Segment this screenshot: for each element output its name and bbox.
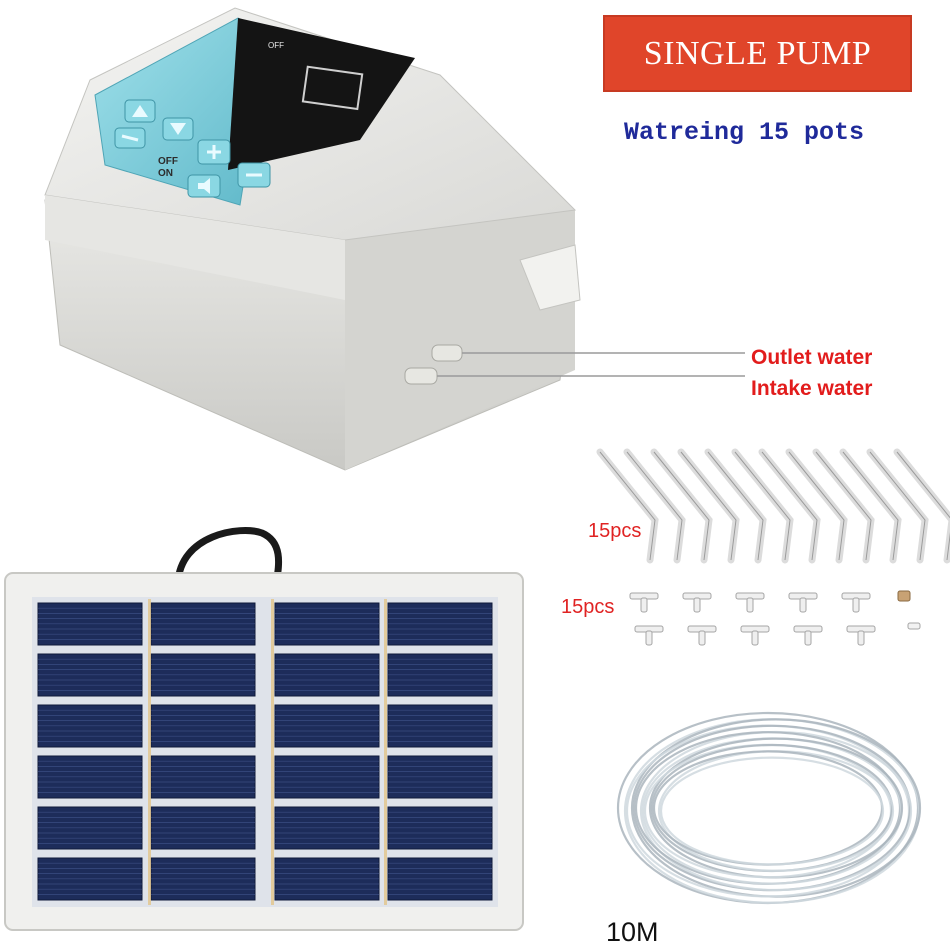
solar-cell [387, 653, 493, 697]
solar-cell [37, 704, 143, 748]
tube-loop [634, 731, 902, 885]
solar-cell [37, 602, 143, 646]
solar-cell [274, 704, 380, 748]
tee-connector [793, 625, 823, 646]
tube-loop [650, 743, 894, 873]
solar-cell [274, 755, 380, 799]
down-arrow-icon [162, 117, 194, 141]
tee-connectors [629, 590, 921, 646]
minus-icon [237, 162, 271, 188]
intake-port [404, 367, 438, 385]
elbow-quantity-label: 15pcs [588, 520, 642, 542]
intake-water-label: Intake water [751, 377, 873, 400]
subtitle: Watreing 15 pots [624, 118, 865, 147]
power-icon [114, 127, 146, 149]
tube-loop [641, 737, 903, 885]
outlet-water-label: Outlet water [751, 346, 873, 369]
plus-icon [197, 139, 231, 165]
on-off-button: OFF ON [158, 156, 178, 179]
tube-loop [659, 756, 885, 866]
solar-cell [274, 857, 380, 901]
solar-cell [387, 857, 493, 901]
elbow-drippers [596, 448, 950, 564]
up-arrow-icon [124, 99, 156, 123]
tee-connector [634, 625, 664, 646]
solar-panel [4, 527, 524, 931]
svg-text:OFF: OFF [158, 156, 178, 167]
display-off-label: OFF [268, 41, 284, 50]
solar-cell [37, 755, 143, 799]
tube-loop [652, 750, 884, 866]
tee-connector [788, 592, 818, 613]
solar-cell [37, 806, 143, 850]
solar-cell [37, 653, 143, 697]
solar-cell [387, 602, 493, 646]
solar-cell [37, 857, 143, 901]
solar-cell [150, 857, 256, 901]
tube-loop [643, 743, 893, 879]
tee-connector [740, 625, 770, 646]
tee-connector [735, 592, 765, 613]
tube-loop [648, 737, 904, 879]
solar-cell [150, 704, 256, 748]
solar-cell [387, 806, 493, 850]
solar-cell [274, 602, 380, 646]
outlet-port [431, 344, 463, 362]
port-leader-lines [600, 352, 745, 377]
solar-cell [387, 704, 493, 748]
end-plug [897, 590, 921, 630]
solar-cell [274, 806, 380, 850]
solar-cell [387, 755, 493, 799]
svg-text:ON: ON [158, 168, 173, 179]
banner: SINGLE PUMP [603, 15, 912, 92]
solar-cell [150, 653, 256, 697]
solar-cell [150, 806, 256, 850]
solar-cell [150, 755, 256, 799]
tubing-length-label: 10M [606, 917, 659, 947]
tubing-coil [616, 711, 922, 905]
tee-connector [687, 625, 717, 646]
tee-connector [629, 592, 659, 613]
sound-icon [187, 174, 221, 198]
tee-connector [841, 592, 871, 613]
banner-text: SINGLE PUMP [643, 34, 872, 72]
tee-quantity-label: 15pcs [561, 596, 615, 618]
tube-loop [657, 750, 895, 872]
pump-device: OFF OFF ON [44, 7, 600, 471]
elbow-dripper [596, 448, 659, 564]
solar-cell [150, 602, 256, 646]
tee-connector [846, 625, 876, 646]
tee-connector [682, 592, 712, 613]
solar-cell [274, 653, 380, 697]
